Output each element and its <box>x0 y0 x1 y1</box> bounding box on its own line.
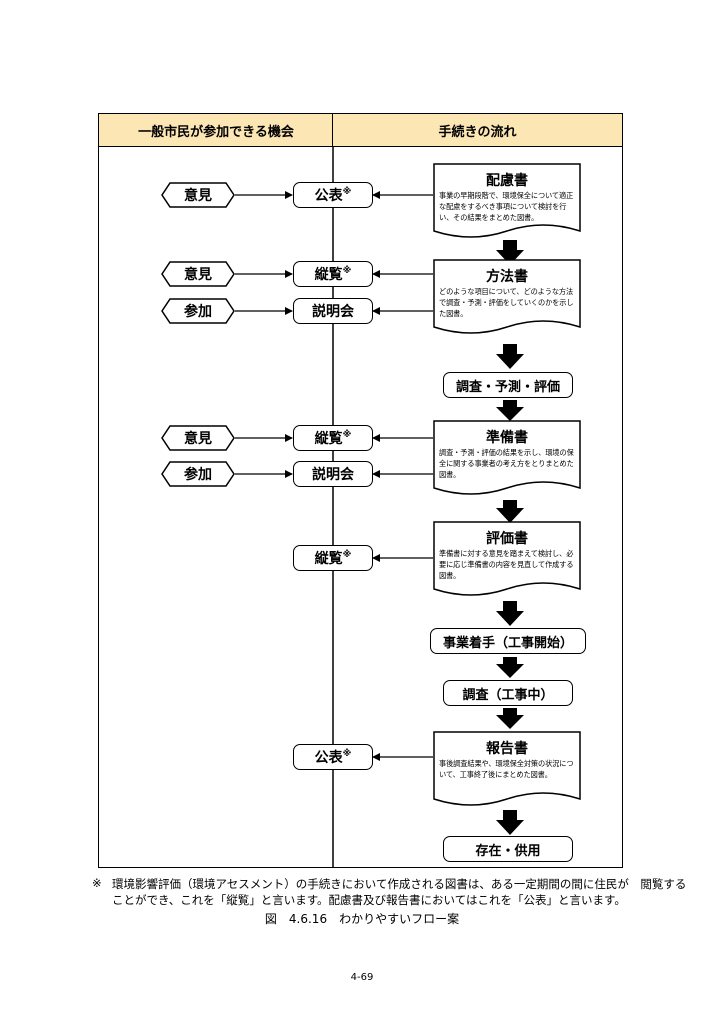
footnote-mark: ※ <box>92 876 102 890</box>
center-box-label: 縦覧 <box>314 431 343 447</box>
left-item-label: 意見 <box>184 267 212 283</box>
down-arrow <box>496 400 524 421</box>
flow-down-arrows <box>496 240 524 835</box>
left-item-iken: 意見 <box>161 182 235 208</box>
down-arrow <box>496 344 524 369</box>
document-junbi: 準備書 調査・予測・評価の結果を示し、環境の保全に関する事業者の考え方をとりまと… <box>433 420 581 498</box>
center-box-label: 公表 <box>314 750 343 766</box>
center-box-mark: ※ <box>342 266 352 276</box>
document-houhou: 方法書 どのような項目について、どのような方法で調査・予測・評価をしていくのかを… <box>433 259 581 337</box>
center-box-label: 説明会 <box>312 304 354 320</box>
process-chousa-yosoku-hyouka: 調査・予測・評価 <box>443 372 573 398</box>
document-description: 準備書に対する意見を踏まえて検討し、必要に応じ準備書の内容を見直して作成する図書… <box>439 549 574 580</box>
left-item-label: 意見 <box>184 188 212 204</box>
center-box-kouhyou: 公表※ <box>293 182 373 208</box>
down-arrow <box>496 657 524 678</box>
header-right: 手続きの流れ <box>332 113 623 147</box>
page-number: 4-69 <box>350 972 374 983</box>
center-box-juuran: 縦覧※ <box>293 545 373 571</box>
down-arrow <box>496 708 524 729</box>
document-hyouka: 評価書 準備書に対する意見を踏まえて検討し、必要に応じ準備書の内容を見直して作成… <box>433 521 581 599</box>
document-hairyo: 配慮書 事業の早期段階で、環境保全について適正な配慮をするべき事項について検討を… <box>433 163 581 241</box>
center-box-mark: ※ <box>342 430 352 440</box>
center-box-juuran: 縦覧※ <box>293 425 373 451</box>
document-houkoku: 報告書 事後調査結果や、環境保全対策の状況について、工事終了後にまとめた図書。 <box>433 731 581 809</box>
document-description: 調査・予測・評価の結果を示し、環境の保全に関する事業者の考え方をとりまとめた図書… <box>439 448 574 479</box>
document-title: 配慮書 <box>486 173 528 189</box>
header-left: 一般市民が参加できる機会 <box>98 113 334 147</box>
process-chousa-koujichuu: 調査（工事中） <box>443 680 573 706</box>
document-description: 事業の早期段階で、環境保全について適正な配慮をするべき事項について検討を行い、そ… <box>439 191 574 222</box>
center-box-mark: ※ <box>342 749 352 759</box>
down-arrow <box>496 500 524 523</box>
down-arrow <box>496 810 524 835</box>
left-item-iken: 意見 <box>161 261 235 287</box>
center-box-label: 説明会 <box>312 467 354 483</box>
center-box-mark: ※ <box>342 550 352 560</box>
left-item-sanka: 参加 <box>161 298 235 324</box>
left-item-label: 意見 <box>184 431 212 447</box>
document-title: 準備書 <box>486 430 528 446</box>
center-box-label: 公表 <box>314 188 343 204</box>
left-item-label: 参加 <box>184 467 212 483</box>
left-item-iken: 意見 <box>161 425 235 451</box>
document-title: 方法書 <box>486 269 528 285</box>
down-arrow <box>496 601 524 626</box>
document-title: 報告書 <box>486 741 528 757</box>
down-arrow <box>496 240 524 265</box>
process-jigyou-chakushu: 事業着手（工事開始） <box>430 628 586 654</box>
document-description: どのような項目について、どのような方法で調査・予測・評価をしていくのかを示した図… <box>439 287 574 318</box>
document-title: 評価書 <box>486 531 528 547</box>
left-item-label: 参加 <box>184 304 212 320</box>
center-box-setsumeikai: 説明会 <box>293 461 373 487</box>
process-sonzai-kyouyou: 存在・供用 <box>443 836 573 862</box>
center-box-label: 縦覧 <box>314 267 343 283</box>
figure-caption: 図 4.6.16 わかりやすいフロー案 <box>264 912 460 926</box>
center-box-label: 縦覧 <box>314 551 343 567</box>
center-box-kouhyou: 公表※ <box>293 744 373 770</box>
center-box-juuran: 縦覧※ <box>293 261 373 287</box>
document-description: 事後調査結果や、環境保全対策の状況について、工事終了後にまとめた図書。 <box>439 759 574 779</box>
center-box-setsumeikai: 説明会 <box>293 298 373 324</box>
left-item-sanka: 参加 <box>161 461 235 487</box>
footnote-line-2: ことができ、これを「縦覧」と言います。配慮書及び報告書においてはこれを「公表」と… <box>112 893 626 907</box>
footnote-line-1: 環境影響評価（環境アセスメント）の手続きにおいて作成される図書は、ある一定期間の… <box>112 877 687 891</box>
center-box-mark: ※ <box>342 187 352 197</box>
